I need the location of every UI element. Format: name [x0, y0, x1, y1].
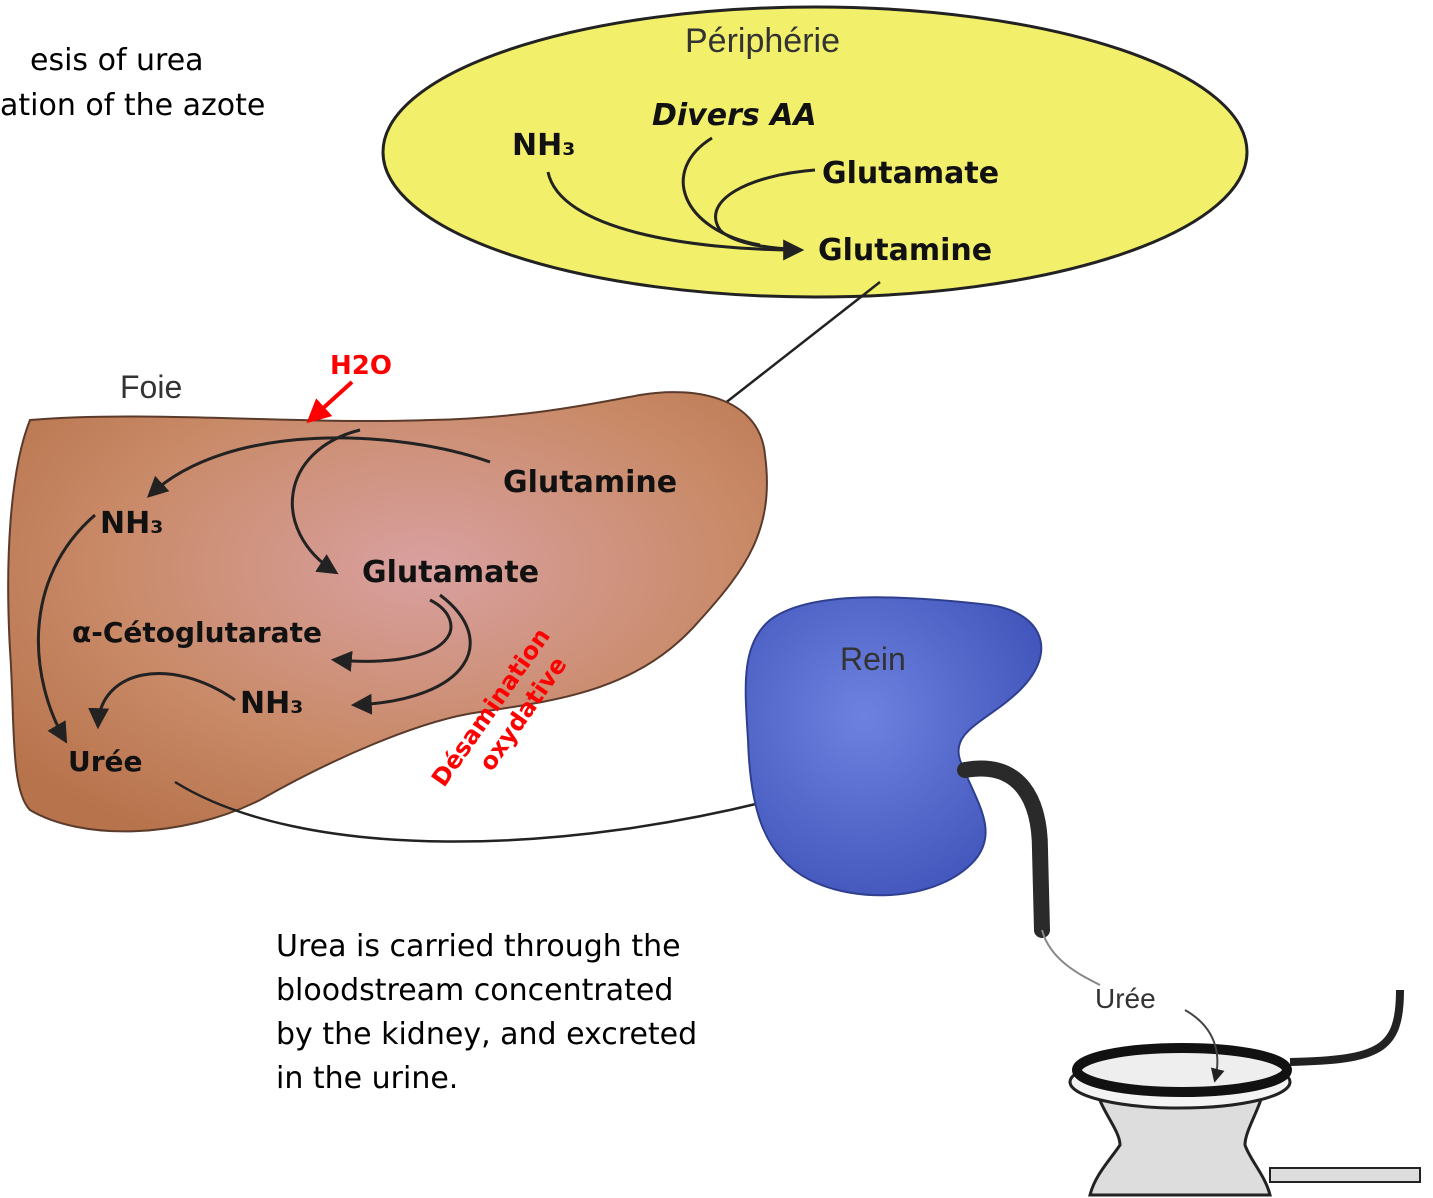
- liver-nh3-top: NH₃: [100, 506, 163, 541]
- liver-glutamate: Glutamate: [362, 555, 539, 590]
- liver-nh3-bottom: NH₃: [240, 686, 303, 721]
- periphery-nh3: NH₃: [512, 128, 575, 163]
- liver-glutamine: Glutamine: [503, 465, 677, 500]
- periphery-glutamate: Glutamate: [822, 156, 999, 191]
- liver-h2o: H2O: [330, 351, 392, 381]
- ureter-thin-line: [1042, 930, 1100, 985]
- heading-line2: ation of the azote: [0, 88, 265, 123]
- periphery-glutamine: Glutamine: [818, 233, 992, 268]
- caption-line4: in the urine.: [276, 1057, 697, 1101]
- heading-line1: esis of urea: [30, 43, 204, 78]
- caption-line1: Urea is carried through the: [276, 925, 697, 969]
- kidney-title: Rein: [840, 641, 906, 677]
- periphery-divers-aa: Divers AA: [652, 98, 817, 133]
- caption-text: Urea is carried through the bloodstream …: [276, 925, 697, 1101]
- liver-uree: Urée: [68, 745, 143, 778]
- periphery-title: Périphérie: [685, 22, 840, 60]
- toilet-icon: [1070, 990, 1420, 1195]
- caption-line2: bloodstream concentrated: [276, 969, 697, 1013]
- liver-alpha-cetoglutarate: α-Cétoglutarate: [72, 616, 322, 649]
- toilet-uree: Urée: [1095, 983, 1156, 1014]
- liver-title: Foie: [120, 369, 182, 405]
- h2o-red-arrow: [310, 382, 352, 420]
- caption-line3: by the kidney, and excreted: [276, 1013, 697, 1057]
